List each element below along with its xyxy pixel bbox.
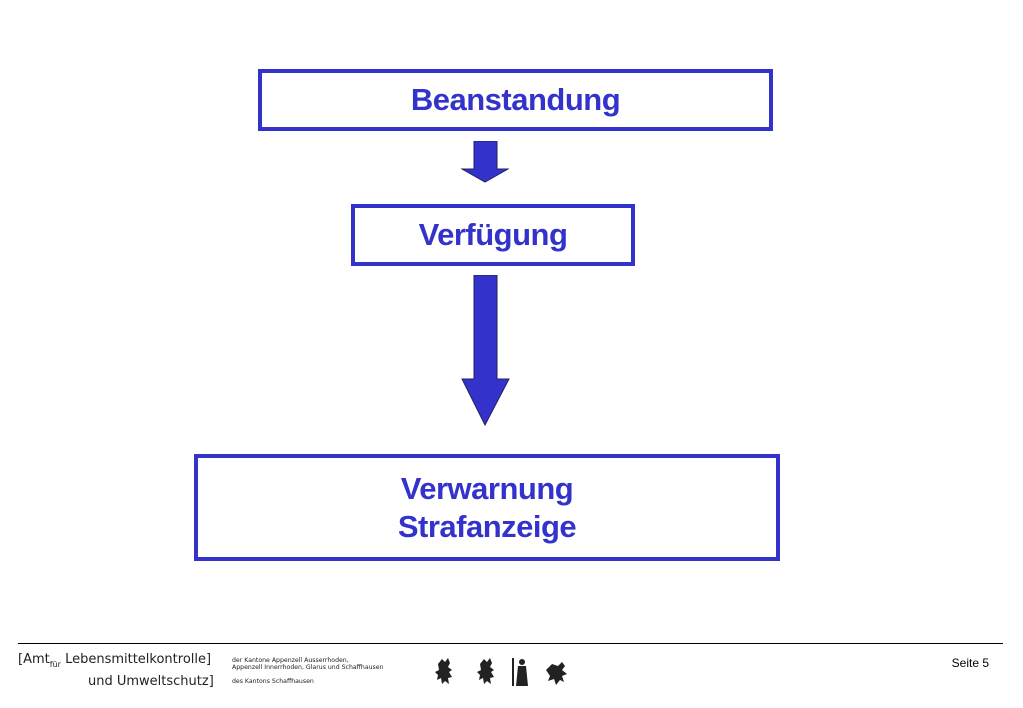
cantons-text: der Kantone Appenzell Ausserrhoden, Appe… (232, 657, 384, 671)
beanstandung-label: Beanstandung (410, 82, 621, 117)
verwarnung-label: Verwarnung (400, 470, 574, 506)
verfuegung-box: Verfügung (351, 204, 635, 266)
arrow-down-short-icon (461, 141, 509, 183)
amt-line1: Lebensmittelkontrolle] (65, 652, 212, 667)
amt-fuer: für (49, 660, 61, 669)
bear-crest-icon (477, 658, 494, 684)
amt-prefix: [Amt (18, 652, 50, 667)
verfuegung-label: Verfügung (418, 217, 568, 252)
bear-crest-icon (435, 658, 452, 684)
page-number: Seite 5 (951, 656, 989, 670)
canton-crests (435, 658, 567, 686)
saint-fridolin-crest-icon (512, 658, 528, 686)
arrow-down-long-icon (461, 275, 510, 427)
beanstandung-box: Beanstandung (258, 69, 773, 131)
strafanzeige-label: Strafanzeige (397, 508, 577, 544)
amt-line2: und Umweltschutz] (88, 674, 214, 689)
footer-divider (18, 643, 1003, 644)
canton-sh-text: des Kantons Schaffhausen (232, 678, 314, 685)
ram-crest-icon (546, 662, 567, 685)
verwarnung-strafanzeige-box: Verwarnung Strafanzeige (194, 454, 780, 561)
